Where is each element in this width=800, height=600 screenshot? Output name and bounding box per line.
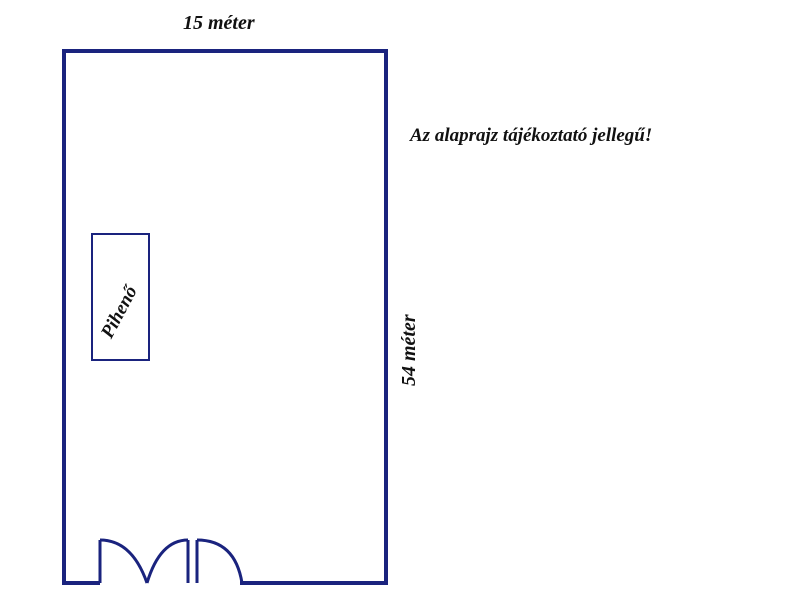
disclaimer-note: Az alaprajz tájékoztató jellegű! <box>410 125 653 146</box>
door-swing-arc-left <box>99 538 149 584</box>
door-swing-arc-middle <box>145 538 189 584</box>
height-dimension-label: 54 méter <box>398 314 420 386</box>
rest-area-box <box>91 233 150 361</box>
width-dimension-label: 15 méter <box>183 12 255 34</box>
door-swing-arc-right <box>196 538 244 584</box>
